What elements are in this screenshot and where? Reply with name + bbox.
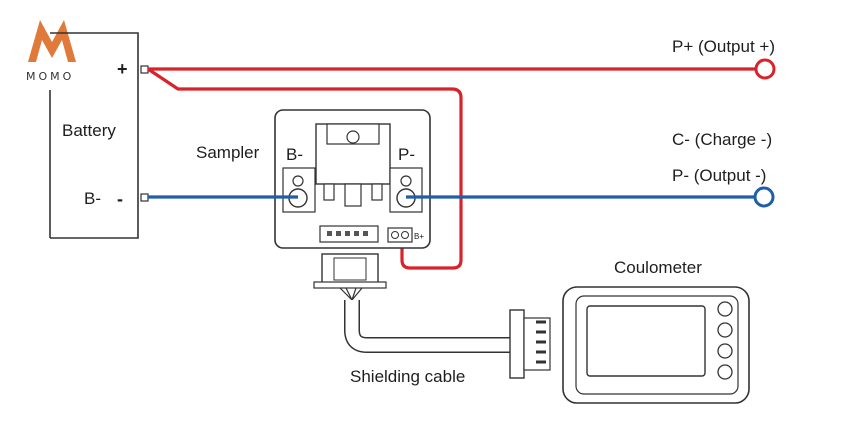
logo-mark-icon: [28, 20, 76, 62]
shielding-cable-label: Shielding cable: [350, 367, 465, 386]
battery-positive-terminal: [140, 65, 149, 74]
output-positive-terminal: [754, 58, 776, 80]
left-screw-top-icon: [292, 175, 304, 187]
connector-pin-5: [363, 231, 368, 236]
positive-wires: [147, 67, 757, 270]
output-negative-label: P- (Output -): [672, 166, 766, 185]
coulometer-plug-flange: [509, 309, 525, 379]
output-negative-terminal: [753, 186, 775, 208]
sampler-label: Sampler: [196, 143, 260, 162]
connector-pin-1: [327, 231, 332, 236]
coulometer-button-3-icon: [717, 343, 733, 359]
shunt-leg-left: [323, 183, 335, 201]
coulometer-button-4-icon: [717, 364, 733, 380]
charge-negative-label: C- (Charge -): [672, 130, 772, 149]
bplus-screw-right-icon: [401, 231, 409, 239]
sampler-bplus-label: B+: [414, 232, 424, 241]
coulometer-button-2-icon: [717, 322, 733, 338]
shunt-leg-center: [344, 183, 362, 207]
sampler-cable-plug: [313, 253, 387, 302]
battery-body: [50, 32, 139, 239]
shunt-mount-hole: [346, 130, 360, 144]
shunt-leg-right: [371, 183, 383, 201]
sampler-p-minus-label: P-: [398, 145, 415, 164]
coulometer-plug: [509, 309, 551, 379]
plug-latch: [333, 257, 367, 281]
output-positive-label: P+ (Output +): [672, 37, 775, 56]
coulometer-label: Coulometer: [614, 258, 702, 277]
connector-pin-3: [345, 231, 350, 236]
battery-negative-label: B-: [84, 189, 101, 208]
coulometer-button-1-icon: [717, 301, 733, 317]
shielding-cable: [344, 300, 522, 353]
battery-positive-sign: +: [117, 59, 128, 79]
connector-pin-2: [336, 231, 341, 236]
coulometer-screen: [586, 305, 706, 377]
sampler-bplus-wire: [147, 67, 463, 270]
right-screw-top-icon: [400, 175, 412, 187]
bplus-screw-left-icon: [391, 231, 399, 239]
coulometer: Coulometer: [562, 258, 750, 404]
sampler: Sampler B- P- B+: [196, 109, 431, 249]
shielding-cable-inner: [345, 300, 522, 352]
sampler-b-minus-label: B-: [286, 145, 303, 164]
logo-text: MOMO: [26, 70, 74, 83]
plug-flange: [313, 281, 387, 289]
battery-negative-sign: -: [117, 189, 123, 209]
plug-wire-fan: [339, 287, 363, 302]
connector-pin-4: [354, 231, 359, 236]
battery-label: Battery: [62, 121, 116, 140]
battery: Battery + B- -: [49, 32, 149, 239]
momo-logo: MOMO: [8, 8, 100, 88]
battery-negative-terminal: [140, 193, 149, 202]
